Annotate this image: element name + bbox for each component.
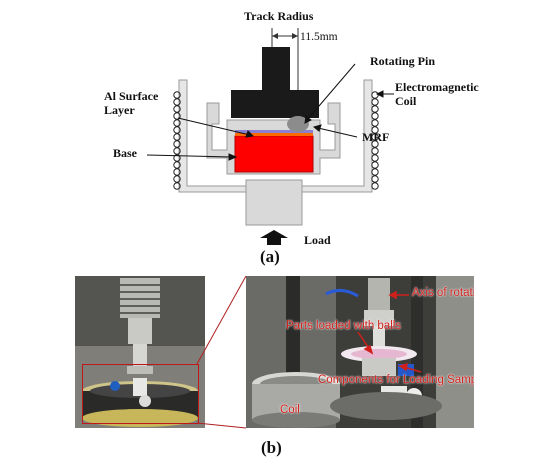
mrf-layer xyxy=(235,130,313,133)
mrf-label: MRF xyxy=(362,130,390,144)
schematic-diagram xyxy=(146,28,394,245)
base-block xyxy=(234,135,314,173)
components-for-loading-sample-label: Components for Loading Sample xyxy=(318,374,474,386)
electromagnetic-coil-label-line2: Coil xyxy=(395,94,417,108)
rotating-pin xyxy=(231,47,319,118)
photo-left-illustration xyxy=(75,276,205,428)
caption-b: (b) xyxy=(261,438,282,457)
parts-loaded-with-balls-label: Parts loaded with balls xyxy=(286,320,402,332)
base-label: Base xyxy=(113,146,137,160)
photo-left-highlight-box xyxy=(82,364,199,424)
axis-of-rotation-label: Axis of rotation xyxy=(412,287,474,299)
al-surface-layer xyxy=(235,133,313,136)
track-radius-value: 11.5mm xyxy=(300,31,338,43)
outer-container-frame xyxy=(178,79,373,193)
track-radius-arrowhead-right xyxy=(292,33,298,39)
caption-a: (a) xyxy=(260,247,280,266)
photo-annotation-arrows xyxy=(357,290,422,373)
track-radius-arrowhead-left xyxy=(272,33,278,39)
load-column xyxy=(245,179,303,226)
load-arrow xyxy=(260,230,288,245)
al-surface-layer-label-line1: Al Surface xyxy=(104,89,159,103)
right-coil xyxy=(371,91,379,190)
track-radius-label: Track Radius xyxy=(244,9,314,23)
pin-ball xyxy=(287,116,309,132)
left-coil xyxy=(173,91,181,190)
electromagnetic-coil-label-line1: Electromagnetic xyxy=(395,80,479,94)
photo-right: Axis of rotation Parts loaded with balls… xyxy=(246,276,474,428)
leader-lines xyxy=(146,63,394,161)
al-surface-layer-label-line2: Layer xyxy=(104,103,135,117)
photo-right-illustration xyxy=(246,276,474,428)
coil-label: Coil xyxy=(280,404,300,416)
rotating-pin-label: Rotating Pin xyxy=(370,54,436,68)
load-label: Load xyxy=(304,233,331,247)
photo-left xyxy=(75,276,205,428)
